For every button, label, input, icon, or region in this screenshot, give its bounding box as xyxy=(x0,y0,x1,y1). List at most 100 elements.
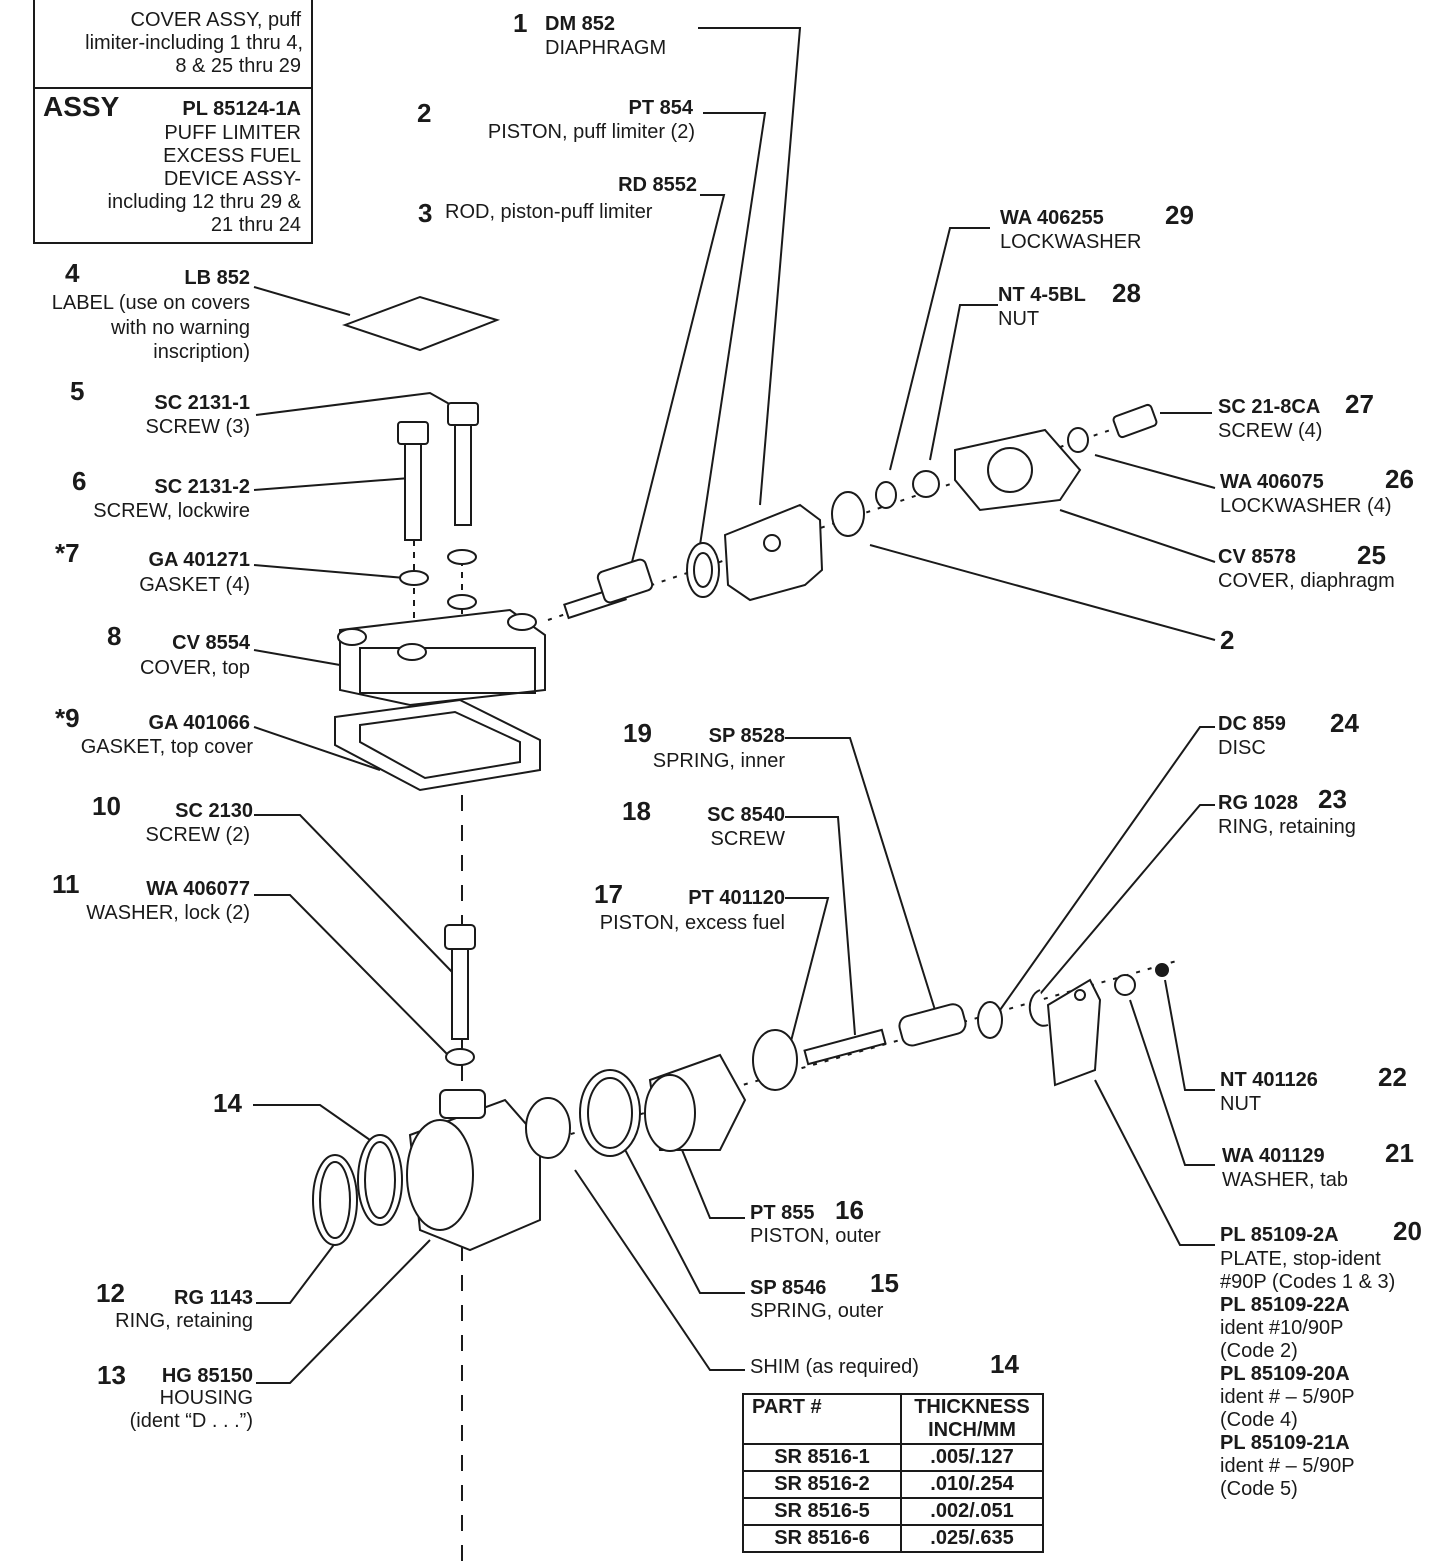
shim-thickness: .005/.127 xyxy=(900,1443,1044,1472)
part-desc-5: SCREW (3) xyxy=(145,416,250,438)
part-desc-22: NUT xyxy=(1220,1093,1262,1115)
part-code-18: SC 8540 xyxy=(707,804,785,826)
part-num-7: *7 xyxy=(55,538,80,568)
part-desc-20: ident # – 5/90P xyxy=(1220,1386,1355,1408)
spring-inner xyxy=(898,1003,967,1047)
part-code-3: RD 8552 xyxy=(618,174,697,196)
part-num-2b: 2 xyxy=(1220,625,1235,655)
leader-23 xyxy=(1034,804,1215,1001)
part-num-29: 29 xyxy=(1165,200,1194,230)
table-row: SR 8516-6.025/.635 xyxy=(742,1524,1044,1553)
part-num-21: 21 xyxy=(1385,1138,1414,1168)
lockwasher-26 xyxy=(1067,427,1089,453)
shim-thickness: .025/.635 xyxy=(900,1524,1044,1553)
part-num-5: 5 xyxy=(70,376,85,406)
assy-line: limiter-including 1 thru 4, xyxy=(85,32,303,54)
leader-4 xyxy=(253,286,351,316)
leader-10 xyxy=(254,814,456,976)
part-code-20: PL 85109-2A xyxy=(1220,1224,1339,1246)
label-part xyxy=(341,295,501,352)
part-desc-25: COVER, diaphragm xyxy=(1218,570,1395,592)
shim-ring xyxy=(525,1097,571,1159)
leader-7 xyxy=(253,564,406,579)
shim-header-unit: INCH/MM xyxy=(928,1419,1016,1441)
leader-17 xyxy=(785,897,830,1046)
part-code-12: RG 1143 xyxy=(174,1287,253,1309)
leader-2 xyxy=(699,112,767,546)
part-desc-1: DIAPHRAGM xyxy=(545,37,667,59)
gasket-ring xyxy=(399,570,429,586)
leader-12 xyxy=(256,1229,346,1304)
leader-14b xyxy=(574,1169,745,1371)
part-desc-14: SHIM (as required) xyxy=(750,1356,919,1378)
part-desc-4: LABEL (use on covers xyxy=(51,292,250,314)
part-code-6: SC 2131-2 xyxy=(154,476,250,498)
shim-header-thickness-text: THICKNESS xyxy=(914,1396,1030,1418)
part-desc-12: RING, retaining xyxy=(115,1310,253,1332)
part-desc-20: #90P (Codes 1 & 3) xyxy=(1220,1271,1396,1293)
part-desc-3: ROD, piston-puff limiter xyxy=(445,201,653,223)
part-code-17: PT 401120 xyxy=(688,887,785,909)
part-desc-24: DISC xyxy=(1218,737,1266,759)
part-num-14b: 14 xyxy=(990,1349,1019,1379)
leader-1 xyxy=(698,27,802,506)
part-code-28: NT 4-5BL xyxy=(998,284,1086,306)
leader-24 xyxy=(999,726,1215,1011)
part-code-1: DM 852 xyxy=(545,13,616,35)
assy-line: 21 thru 24 xyxy=(210,214,301,236)
part-desc-9: GASKET, top cover xyxy=(80,736,253,758)
part-desc-19: SPRING, inner xyxy=(652,750,785,772)
part-code-7: GA 401271 xyxy=(148,549,250,571)
part-code-10: SC 2130 xyxy=(175,800,253,822)
part-desc-4: with no warning xyxy=(111,317,250,339)
part-code-20-alt: PL 85109-21A xyxy=(1220,1432,1350,1454)
shim-part: SR 8516-2 xyxy=(742,1470,902,1499)
part-code-9: GA 401066 xyxy=(148,712,250,734)
part-desc-13: HOUSING xyxy=(159,1387,253,1409)
part-desc-7: GASKET (4) xyxy=(139,574,250,596)
part-num-13: 13 xyxy=(97,1360,126,1390)
leader-26 xyxy=(1094,454,1216,489)
part-desc-11: WASHER, lock (2) xyxy=(86,902,250,924)
part-desc-6: SCREW, lockwire xyxy=(93,500,250,522)
leader-14 xyxy=(253,1104,371,1141)
part-desc-20: PLATE, stop-ident xyxy=(1220,1248,1381,1270)
part-num-20: 20 xyxy=(1393,1216,1422,1246)
nut xyxy=(912,470,940,498)
part-code-16: PT 855 xyxy=(750,1202,815,1224)
part-code-27: SC 21-8CA xyxy=(1218,396,1321,418)
part-num-18: 18 xyxy=(622,796,651,826)
part-desc-18: SCREW xyxy=(710,828,785,850)
part-desc-27: SCREW (4) xyxy=(1218,420,1323,442)
part-desc-28: NUT xyxy=(998,308,1040,330)
tab-washer xyxy=(1114,974,1136,996)
part-code-22: NT 401126 xyxy=(1220,1069,1318,1091)
part-num-4: 4 xyxy=(65,258,80,288)
screw-18 xyxy=(803,1028,887,1066)
cover-assy-box: COVER ASSY, puff limiter-including 1 thr… xyxy=(33,0,313,92)
top-cover xyxy=(337,608,546,707)
part-desc-26: LOCKWASHER (4) xyxy=(1220,495,1392,517)
part-desc-15: SPRING, outer xyxy=(750,1300,884,1322)
shim-thickness: .010/.254 xyxy=(900,1470,1044,1499)
part-code-23: RG 1028 xyxy=(1218,792,1299,814)
part-desc-10: SCREW (2) xyxy=(145,824,250,846)
shim-thickness: .002/.051 xyxy=(900,1497,1044,1526)
assy-line: EXCESS FUEL xyxy=(163,145,301,167)
piston-2 xyxy=(831,491,865,537)
part-num-6: 6 xyxy=(72,466,87,496)
leader-11 xyxy=(254,894,449,1056)
part-desc-16: PISTON, outer xyxy=(750,1225,881,1247)
shim-part: SR 8516-5 xyxy=(742,1497,902,1526)
part-num-10: 10 xyxy=(92,791,121,821)
top-gasket xyxy=(334,698,541,792)
part-num-12: 12 xyxy=(96,1278,125,1308)
part-code-15: SP 8546 xyxy=(750,1277,827,1299)
part-desc-29: LOCKWASHER xyxy=(1000,231,1142,253)
part-desc-8: COVER, top xyxy=(139,657,250,679)
part-num-3: 3 xyxy=(418,198,433,228)
part-code-4: LB 852 xyxy=(184,267,250,289)
